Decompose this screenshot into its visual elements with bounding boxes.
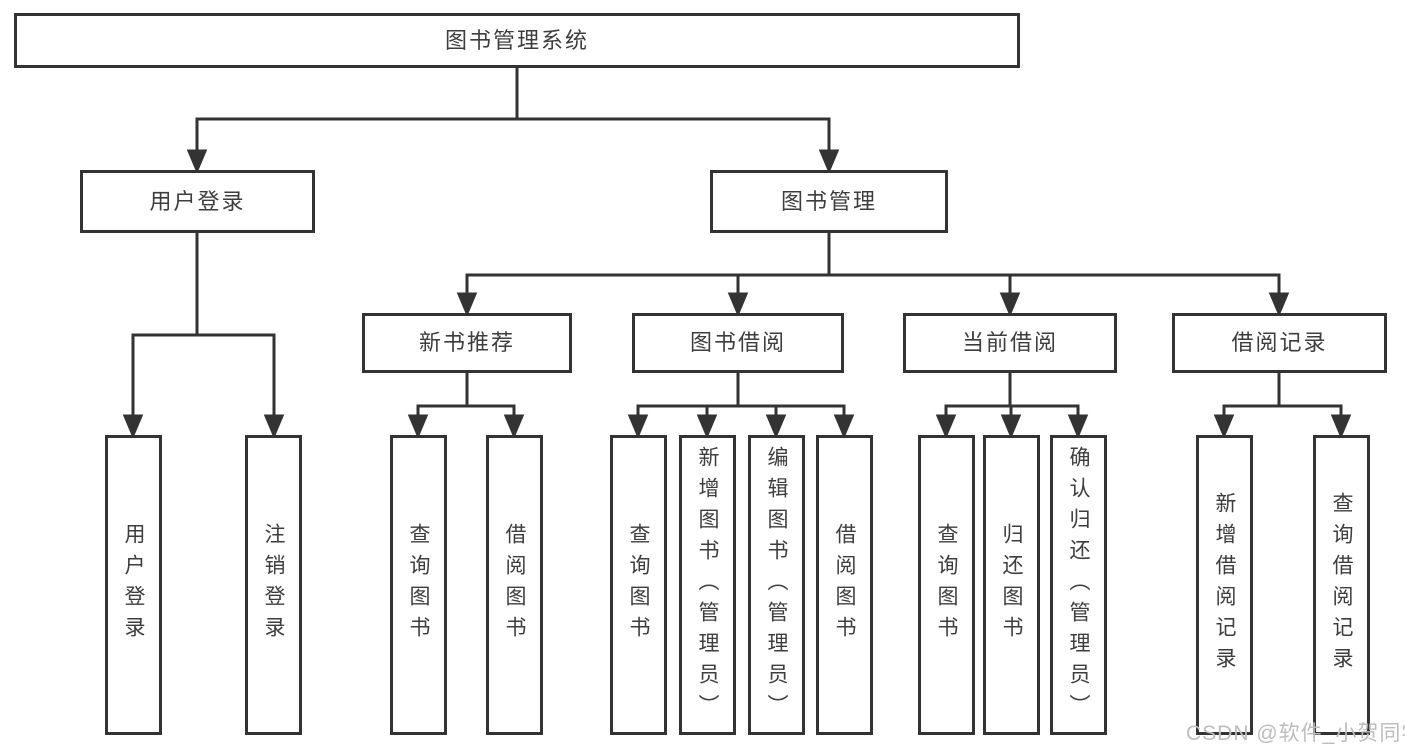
arrow-down-icon bbox=[407, 414, 429, 439]
leaf-label: 注销登录 bbox=[262, 523, 285, 647]
leaf-label: 新增借阅记录 bbox=[1213, 492, 1236, 678]
arrow-down-icon bbox=[1000, 414, 1022, 439]
leaf-label: 归还图书 bbox=[1000, 523, 1023, 647]
node-current-borrow-label: 当前借阅 bbox=[961, 330, 1058, 355]
connector-borrow-records bbox=[1213, 371, 1352, 439]
watermark: CSDN @软件_小贺同学 bbox=[1186, 722, 1405, 745]
leaf-label: 编辑图书（管理员） bbox=[765, 445, 788, 725]
leaf-label: 确认归还（管理员） bbox=[1067, 445, 1090, 725]
node-book-borrow: 图书借阅 bbox=[632, 313, 844, 373]
arrow-down-icon bbox=[456, 292, 478, 317]
leaf-label: 查询图书 bbox=[627, 523, 650, 647]
node-book-mgmt: 图书管理 bbox=[710, 170, 948, 233]
connector-root bbox=[186, 66, 840, 174]
node-book-borrow-label: 图书借阅 bbox=[689, 330, 786, 355]
leaf-label: 查询图书 bbox=[935, 523, 958, 647]
leaf-query-books-1: 查询图书 bbox=[390, 435, 447, 735]
arrow-down-icon bbox=[727, 292, 749, 317]
arrow-down-icon bbox=[935, 414, 957, 439]
leaf-edit-books-admin: 编辑图书（管理员） bbox=[748, 435, 805, 735]
arrow-down-icon bbox=[1268, 292, 1290, 317]
node-user-login: 用户登录 bbox=[80, 170, 315, 233]
leaf-query-books-3: 查询图书 bbox=[918, 435, 975, 735]
arrow-down-icon bbox=[833, 414, 855, 439]
arrow-down-icon bbox=[503, 414, 525, 439]
leaf-label: 新增图书（管理员） bbox=[696, 445, 719, 725]
node-current-borrow: 当前借阅 bbox=[903, 313, 1117, 373]
leaf-add-books-admin: 新增图书（管理员） bbox=[679, 435, 736, 735]
leaf-return-books: 归还图书 bbox=[983, 435, 1040, 735]
connector-current-borrow bbox=[935, 371, 1089, 439]
leaf-confirm-return-admin: 确认归还（管理员） bbox=[1050, 435, 1107, 735]
node-root: 图书管理系统 bbox=[14, 13, 1020, 68]
arrow-down-icon bbox=[1330, 414, 1352, 439]
node-user-login-label: 用户登录 bbox=[149, 188, 246, 214]
leaf-label: 借阅图书 bbox=[503, 523, 526, 647]
arrow-down-icon bbox=[999, 292, 1021, 317]
leaf-label: 查询借阅记录 bbox=[1330, 492, 1353, 678]
leaf-label: 用户登录 bbox=[122, 523, 145, 647]
node-root-label: 图书管理系统 bbox=[444, 27, 589, 53]
arrow-down-icon bbox=[1213, 414, 1235, 439]
leaf-borrow-books-1: 借阅图书 bbox=[486, 435, 543, 735]
node-borrow-records: 借阅记录 bbox=[1172, 313, 1387, 373]
connector-book-borrow bbox=[627, 371, 855, 439]
leaf-borrow-books-2: 借阅图书 bbox=[816, 435, 873, 735]
arrow-down-icon bbox=[627, 414, 649, 439]
arrow-down-icon bbox=[186, 149, 208, 174]
node-borrow-records-label: 借阅记录 bbox=[1231, 330, 1328, 355]
arrow-down-icon bbox=[818, 149, 840, 174]
arrow-down-icon bbox=[122, 414, 144, 439]
leaf-query-borrow-record: 查询借阅记录 bbox=[1313, 435, 1370, 735]
arrow-down-icon bbox=[263, 414, 285, 439]
node-new-books: 新书推荐 bbox=[362, 313, 572, 373]
connector-new-books bbox=[407, 371, 525, 439]
connector-book-mgmt bbox=[456, 231, 1290, 317]
arrow-down-icon bbox=[765, 414, 787, 439]
arrow-down-icon bbox=[696, 414, 718, 439]
leaf-logout: 注销登录 bbox=[245, 435, 302, 735]
connector-user-login bbox=[122, 231, 285, 439]
leaf-label: 借阅图书 bbox=[833, 523, 856, 647]
node-new-books-label: 新书推荐 bbox=[418, 330, 515, 355]
leaf-add-borrow-record: 新增借阅记录 bbox=[1196, 435, 1253, 735]
node-book-mgmt-label: 图书管理 bbox=[780, 188, 877, 214]
leaf-user-login: 用户登录 bbox=[105, 435, 162, 735]
leaf-label: 查询图书 bbox=[407, 523, 430, 647]
arrow-down-icon bbox=[1067, 414, 1089, 439]
leaf-query-books-2: 查询图书 bbox=[610, 435, 667, 735]
